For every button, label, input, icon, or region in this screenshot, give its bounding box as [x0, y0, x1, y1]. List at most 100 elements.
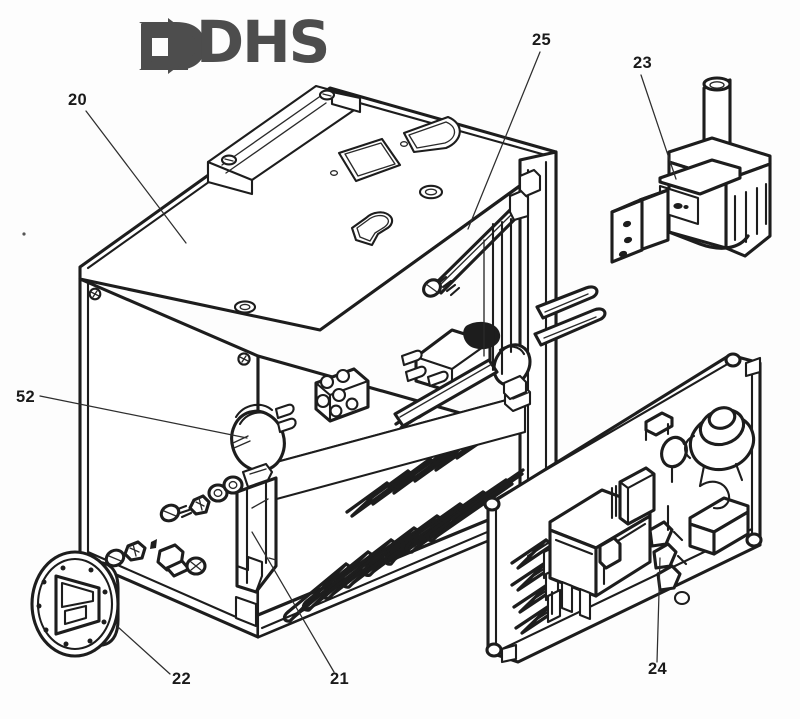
standoff-bracket-left	[500, 643, 518, 664]
cap-hole-6	[87, 638, 93, 644]
callout-22: 22	[172, 670, 191, 688]
louver-end-5	[362, 564, 376, 577]
large-cap-top	[707, 406, 737, 430]
top-small-round-hole	[233, 300, 257, 314]
relay-solder-blob	[463, 321, 501, 350]
bracket-hole-left-detail	[224, 158, 234, 162]
top-d-cutout-inner	[408, 121, 456, 149]
lock-washer-lower-teeth	[129, 543, 140, 557]
small-washer-chip	[150, 539, 157, 549]
louver-end-1	[282, 610, 296, 623]
standoff-top-right	[724, 352, 742, 368]
rear-small-clip	[502, 374, 528, 401]
inner-bracket-body	[235, 476, 278, 594]
angle-plug-connector	[610, 76, 772, 264]
transformer-side	[594, 514, 652, 598]
louver-end-7	[404, 541, 418, 554]
rear-panel-ribs	[483, 217, 513, 376]
leader-52	[39, 395, 248, 439]
dhs-arrow-wedge	[168, 18, 205, 74]
top-keyhole-cutout	[350, 211, 394, 247]
comb-post-3	[546, 588, 562, 624]
cap-hole-2	[41, 579, 47, 585]
screw-lower-slot	[108, 555, 122, 562]
large-cap-leads	[698, 462, 744, 488]
nut-right-hole	[228, 480, 238, 490]
cap-hole-9	[88, 567, 94, 573]
terminal-hole-1	[319, 374, 335, 390]
hardware-nut-right	[222, 475, 244, 495]
cap-perimeter-holes	[36, 565, 108, 647]
terminal-hole-5	[329, 404, 343, 418]
pcb-standing-component	[598, 536, 622, 586]
small-hole-a	[399, 141, 409, 147]
pcb-small-capacitor	[660, 435, 688, 484]
terminal-block-assembly	[314, 367, 370, 423]
callout-numbers: 20 25 23 52 22 21 24	[16, 31, 667, 688]
nut-center-lines	[190, 561, 202, 571]
standoff-bottom-right	[745, 532, 763, 548]
cap-boss-inner	[60, 581, 95, 609]
relay-spade-2	[404, 365, 427, 383]
leader-25	[467, 51, 541, 230]
page-speck	[22, 232, 26, 236]
cap-hole-1	[60, 565, 66, 571]
rod-retaining-screw	[422, 275, 461, 298]
plug-pin-3	[618, 250, 628, 258]
dhs-logo: DHS	[139, 8, 330, 76]
transformer-line-a	[554, 538, 594, 556]
callout-23: 23	[633, 54, 652, 72]
leader-23	[640, 74, 677, 180]
grommet-outer	[418, 184, 444, 200]
large-cap-clip	[684, 434, 696, 460]
standoff-bottom-left	[485, 642, 503, 658]
axial-comp-1	[648, 520, 674, 548]
small-hole-b	[329, 170, 339, 176]
inner-bracket-step	[235, 555, 264, 594]
round-component-coil-b	[238, 411, 274, 426]
louver-9	[450, 468, 525, 521]
callout-24: 24	[648, 660, 667, 678]
lock-washer-upper	[188, 494, 211, 516]
bracket-channel-line-b	[225, 102, 327, 174]
terminal-hole-3	[315, 393, 331, 409]
leader-22	[117, 626, 171, 675]
small-cap-top	[666, 436, 686, 446]
screw-upper-thread	[176, 504, 193, 519]
lock-washer-upper-teeth	[195, 497, 205, 511]
screw-left-top-slot	[90, 290, 100, 298]
exploded-hardware	[104, 475, 244, 578]
louver-end-3	[321, 587, 335, 600]
wire-leads	[533, 285, 607, 347]
cap-hole-7	[101, 619, 107, 625]
top-square-cutout	[329, 137, 409, 183]
louver-end-2	[301, 599, 315, 612]
plug-body-ribs	[733, 182, 768, 244]
component-foot-line	[249, 468, 267, 475]
component-terminal-2	[276, 417, 297, 434]
plug-pin-2	[623, 236, 633, 244]
round-cover-cap	[30, 550, 120, 658]
plug-shoulder	[658, 158, 742, 196]
screw-left-bottom-slot	[239, 355, 249, 363]
relay-spade-3	[426, 370, 449, 388]
transformer-leg-1	[560, 580, 574, 614]
cabinet-chassis-assembly	[78, 84, 607, 639]
cap-hole-8	[102, 589, 108, 595]
transformer-leg-2	[578, 587, 592, 621]
callout-21: 21	[330, 670, 349, 688]
screw-upper-slot	[163, 510, 177, 517]
cap-boss-slot	[63, 604, 88, 626]
square-cutout-inner	[344, 142, 396, 177]
cap-hole-4	[43, 627, 49, 633]
lever-bar-line	[399, 363, 493, 418]
plug-socket-top	[610, 188, 670, 214]
plug-face-marking-2	[683, 205, 689, 209]
standoff-top-left	[483, 496, 501, 512]
wire-upper-line	[544, 293, 589, 313]
top-grommet-hole	[418, 184, 444, 200]
terminal-hole-4	[331, 387, 347, 403]
axial-comp-4	[673, 590, 691, 606]
